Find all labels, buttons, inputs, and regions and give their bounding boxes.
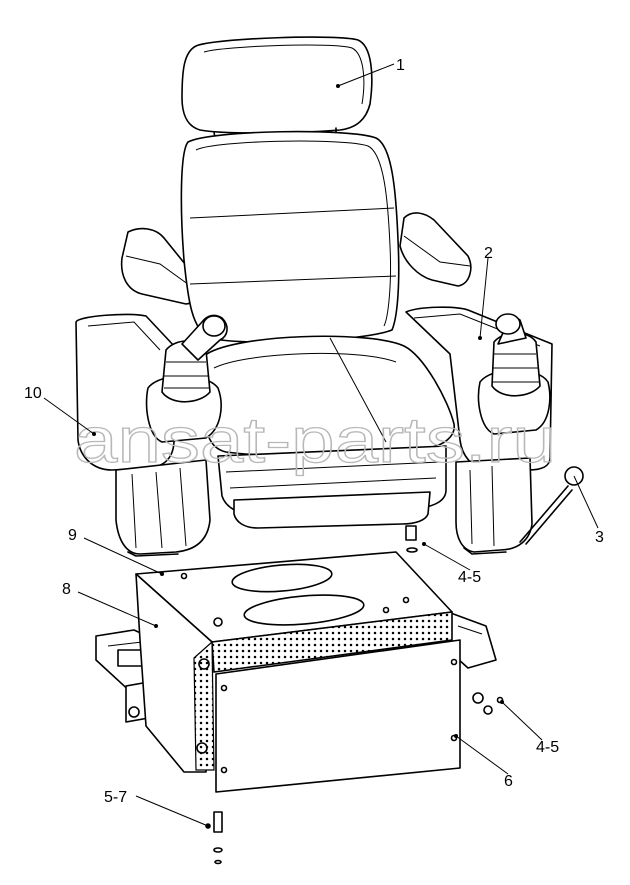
- watermark: ansat-parts.ru: [74, 404, 556, 476]
- headrest: [181, 36, 373, 145]
- seat-cushion: [203, 335, 455, 529]
- callout-6: 6: [504, 773, 513, 790]
- callout-10: 10: [24, 385, 42, 402]
- base-console: [95, 525, 504, 865]
- right-control-console: [405, 306, 584, 555]
- backrest: [180, 130, 400, 343]
- leader-lines: [43, 63, 599, 828]
- callout-9: 9: [68, 527, 77, 544]
- callout-labels: 1 2 3 10 9 8 4-5 4-5 6 5-7: [24, 57, 604, 806]
- callout-3: 3: [595, 529, 604, 546]
- callout-8: 8: [62, 581, 71, 598]
- callout-1: 1: [396, 57, 405, 74]
- callout-4-5-upper: 4-5: [458, 569, 481, 586]
- callout-2: 2: [484, 245, 493, 262]
- callout-5-7: 5-7: [104, 789, 127, 806]
- right-armrest: [399, 212, 472, 287]
- callout-4-5-lower: 4-5: [536, 739, 559, 756]
- left-control-console: [75, 313, 228, 557]
